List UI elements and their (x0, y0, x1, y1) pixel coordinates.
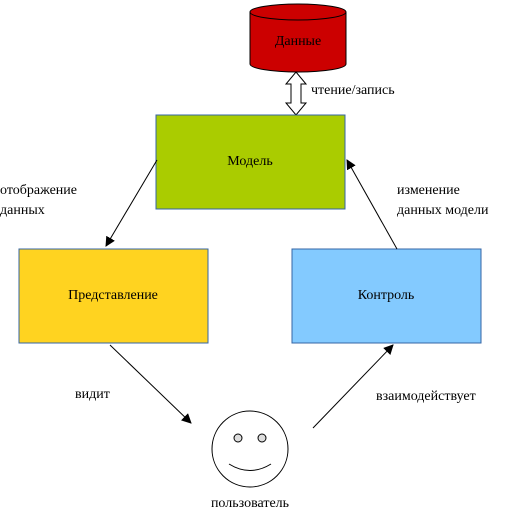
view-label: Представление (68, 288, 158, 303)
display-data-label-line1: отображение (0, 183, 77, 198)
right-eye (257, 433, 267, 443)
user-label: пользователь (211, 496, 289, 511)
change-model-label-line2: данных модели (397, 203, 489, 218)
interacts-label: взаимодействует (376, 389, 476, 404)
left-eye (233, 433, 243, 443)
database-cylinder: Данные (249, 3, 347, 73)
arrow-view-to-user (109, 344, 192, 424)
sees-label: видит (75, 387, 110, 402)
arrow-model-to-view (105, 159, 158, 247)
smile (228, 463, 272, 471)
arrow-controller-to-model (346, 159, 398, 250)
user-smiley-icon (211, 410, 289, 488)
controller-box: Контроль (291, 248, 482, 344)
read-write-arrow (284, 71, 308, 116)
view-box: Представление (18, 248, 209, 344)
change-model-label-line1: изменение (397, 183, 460, 198)
model-box: Модель (155, 114, 346, 210)
read-write-label: чтение/запись (311, 83, 395, 98)
database-label: Данные (275, 34, 321, 49)
model-label: Модель (227, 154, 272, 169)
arrow-user-to-controller (312, 344, 394, 429)
display-data-label-line2: данных (0, 203, 45, 218)
controller-label: Контроль (358, 288, 415, 303)
